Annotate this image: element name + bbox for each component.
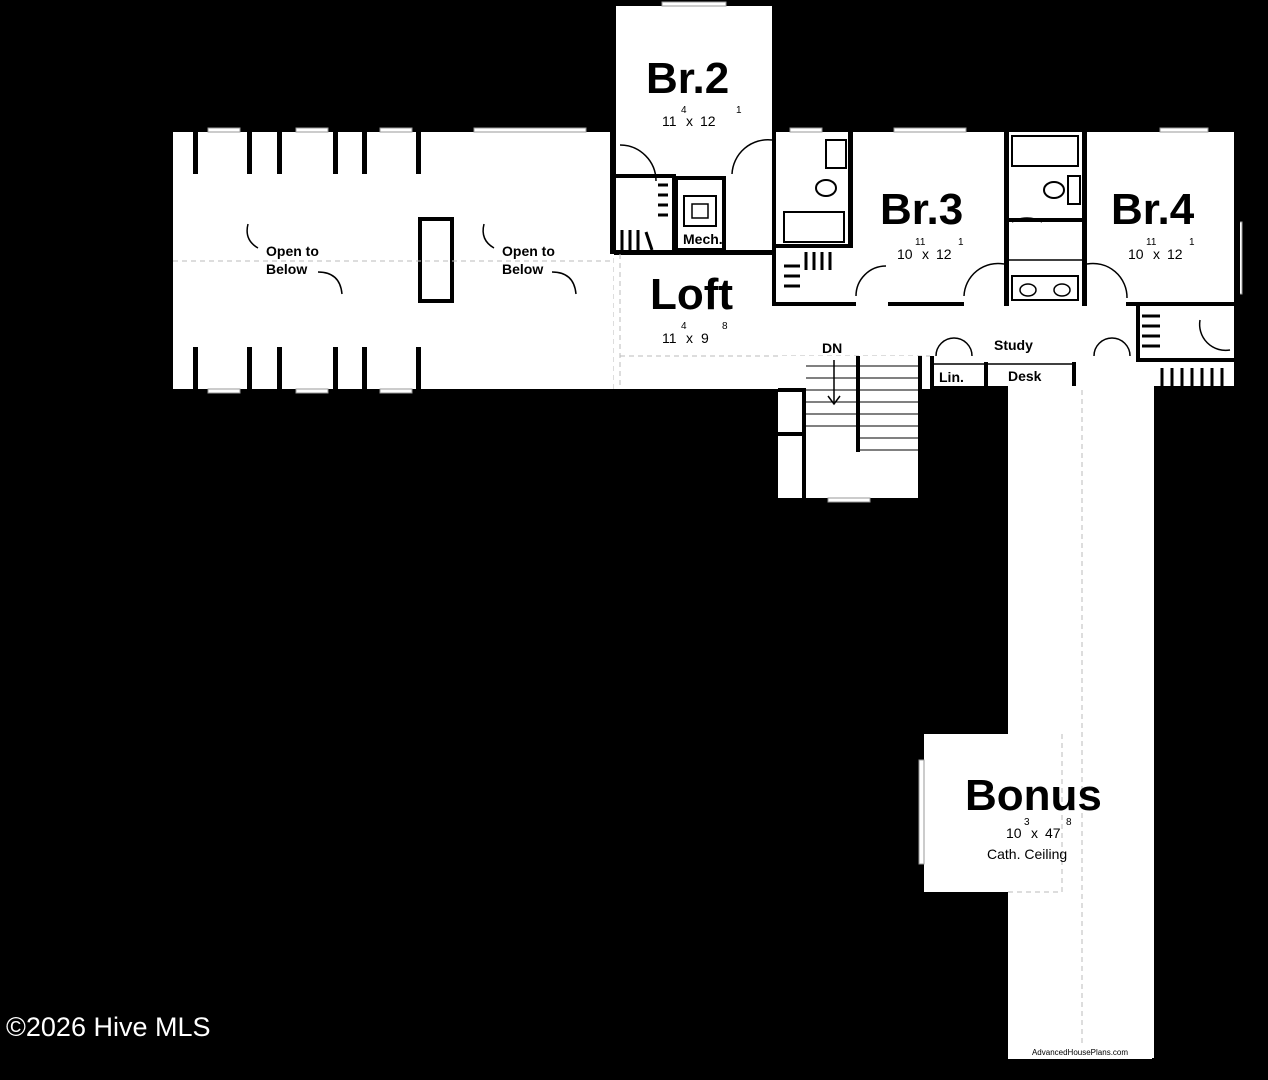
loft-depth-ft: 9 [701,330,709,346]
br4-depth-in: 1 [1189,237,1195,248]
stairs: DN [778,340,922,503]
bonus-x: x [1031,825,1038,841]
bonus-name: Bonus [965,771,1102,820]
stairs-dn-label: DN [822,340,842,356]
bonus-width-in: 3 [1024,817,1030,828]
br3-width-ft: 10 [897,246,913,262]
loft-x: x [686,330,693,346]
br4-width-ft: 10 [1128,246,1144,262]
br3-depth-in: 1 [958,237,964,248]
br2-name: Br.2 [646,54,729,103]
bonus-note: Cath. Ceiling [987,846,1067,862]
loft-name: Loft [650,270,733,319]
open-below-label-2a: Open to [502,243,555,259]
study-label: Study [994,337,1033,353]
br2-label: Br.2 11 4 x 12 1 [646,54,742,129]
bedrooms-east-block: Lin. Desk Study [772,127,1243,390]
mech-label: Mech. [683,231,723,247]
bonus-width-ft: 10 [1006,825,1022,841]
br4-width-in: 11 [1146,237,1157,248]
br3-name: Br.3 [880,185,963,234]
open-below-label-2b: Below [502,261,543,277]
loft-depth-in: 8 [722,321,728,332]
bonus-label: Bonus 10 3 x 47 8 Cath. Ceiling [965,771,1102,862]
br2-x: x [686,113,693,129]
br2-depth-in: 1 [736,105,742,116]
credit-text: AdvancedHousePlans.com [1031,1047,1129,1057]
desk-label: Desk [1008,368,1042,384]
bonus-depth-in: 8 [1066,817,1072,828]
bonus-depth-ft: 47 [1045,825,1061,841]
br3-label: Br.3 10 11 x 12 1 [880,185,964,262]
linen-label: Lin. [939,369,964,385]
copyright-text: ©2026 Hive MLS [6,1012,211,1042]
br2-depth-ft: 12 [700,113,716,129]
open-below-label-1b: Below [266,261,307,277]
br3-x: x [922,246,929,262]
loft-width-in: 4 [681,321,687,332]
br3-width-in: 11 [915,237,926,248]
br4-name: Br.4 [1111,185,1195,234]
br4-depth-ft: 12 [1167,246,1183,262]
open-to-below-area: Open to Below Open to Below [173,127,615,394]
bonus-room [918,386,1154,1058]
br4-x: x [1153,246,1160,262]
loft-label: Loft 11 4 x 9 8 [650,270,733,346]
credit-badge: AdvancedHousePlans.com [1008,1045,1152,1059]
br2-width-in: 4 [681,105,687,116]
open-below-label-1a: Open to [266,243,319,259]
loft-width-ft: 11 [662,330,677,346]
br2-width-ft: 11 [662,113,677,129]
br3-depth-ft: 12 [936,246,952,262]
br4-label: Br.4 10 11 x 12 1 [1111,185,1195,262]
